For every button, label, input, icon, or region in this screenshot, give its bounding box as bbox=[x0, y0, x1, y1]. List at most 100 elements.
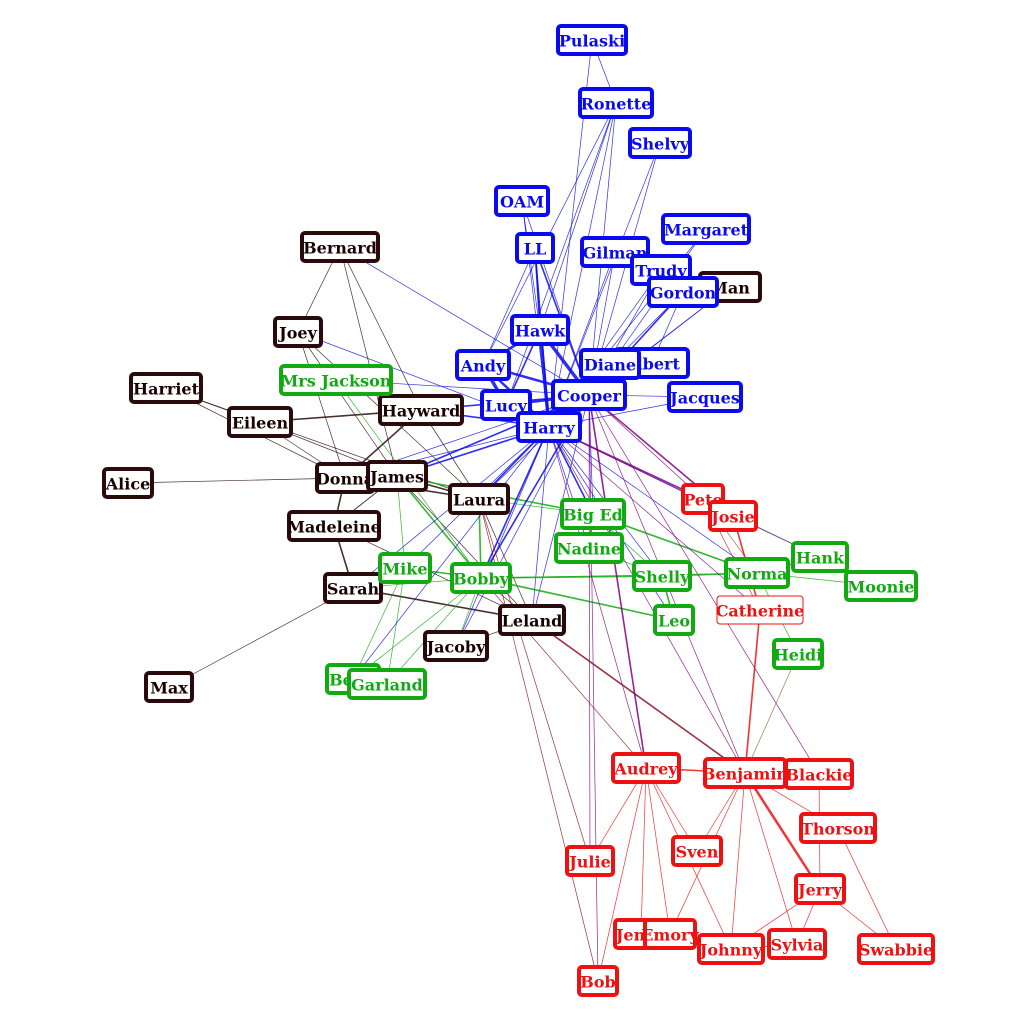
node-label: Eileen bbox=[232, 414, 289, 433]
node-label: Garland bbox=[351, 676, 423, 695]
node-donna[interactable]: Donna bbox=[315, 462, 375, 494]
edge-bobby-betty bbox=[352, 577, 482, 680]
node-ronette[interactable]: Ronette bbox=[578, 87, 654, 119]
node-bob[interactable]: Bob bbox=[577, 965, 619, 997]
node-label: Bernard bbox=[303, 239, 377, 258]
node-trudy[interactable]: Trudy bbox=[630, 254, 692, 286]
edge-pete-cooper bbox=[588, 394, 704, 500]
node-mike[interactable]: Mike bbox=[378, 552, 432, 584]
edge-benjamin-heidi bbox=[744, 653, 799, 774]
node-norma[interactable]: Norma bbox=[724, 557, 790, 589]
node-leland[interactable]: Leland bbox=[498, 604, 566, 636]
node-emory[interactable]: Emory bbox=[641, 918, 699, 950]
node-box bbox=[628, 127, 692, 159]
node-leo[interactable]: Leo bbox=[653, 604, 695, 636]
node-shelly[interactable]: Shelly bbox=[632, 560, 692, 592]
node-hayward[interactable]: Hayward bbox=[378, 394, 464, 426]
node-julie[interactable]: Julie bbox=[565, 845, 615, 877]
node-ll[interactable]: LL bbox=[515, 232, 555, 264]
node-box bbox=[697, 933, 765, 965]
node-box bbox=[287, 510, 381, 542]
node-madeleine[interactable]: Madeleine bbox=[287, 510, 381, 542]
node-bernard[interactable]: Bernard bbox=[300, 231, 380, 263]
node-label: Sylvia bbox=[771, 936, 824, 955]
node-label: Thorson bbox=[801, 820, 875, 839]
node-jacoby[interactable]: Jacoby bbox=[423, 630, 489, 662]
edge-thorson-swabbie bbox=[837, 827, 897, 950]
edge-audrey-cooper bbox=[588, 394, 647, 769]
node-label: Nadine bbox=[557, 540, 621, 559]
node-josie[interactable]: Josie bbox=[708, 500, 758, 532]
node-box bbox=[300, 231, 380, 263]
node-box bbox=[784, 758, 854, 790]
edge-benjamin-jerry bbox=[743, 772, 822, 890]
node-label: Cooper bbox=[557, 387, 621, 406]
node-label: Blackie bbox=[785, 766, 852, 785]
node-label: Madeleine bbox=[287, 518, 381, 537]
node-label: Hank bbox=[796, 549, 845, 568]
node-sylvia[interactable]: Sylvia bbox=[767, 928, 827, 960]
node-label: Leo bbox=[658, 612, 690, 631]
node-pulaski[interactable]: Pulaski bbox=[556, 24, 628, 56]
node-bobby[interactable]: Bobby bbox=[450, 562, 512, 594]
node-garland[interactable]: Garland bbox=[347, 668, 427, 700]
edge-alice-donna bbox=[127, 477, 346, 484]
node-box bbox=[378, 394, 464, 426]
node-box bbox=[516, 411, 582, 443]
edge-audrey-emory bbox=[645, 767, 671, 935]
node-box bbox=[667, 381, 743, 413]
node-alice[interactable]: Alice bbox=[102, 467, 154, 499]
node-box bbox=[767, 928, 827, 960]
node-box bbox=[772, 638, 824, 670]
node-james[interactable]: James bbox=[366, 460, 428, 492]
node-sven[interactable]: Sven bbox=[671, 835, 723, 867]
node-biged[interactable]: Big Ed bbox=[560, 498, 626, 530]
node-mrsjackson[interactable]: Mrs Jackson bbox=[279, 364, 393, 396]
node-harriet[interactable]: Harriet bbox=[129, 372, 203, 404]
node-thorson[interactable]: Thorson bbox=[799, 812, 877, 844]
node-shelvy[interactable]: Shelvy bbox=[628, 127, 692, 159]
node-box bbox=[661, 213, 751, 245]
node-label: Joey bbox=[277, 324, 317, 343]
edge-james-leland bbox=[396, 475, 533, 621]
node-blackie[interactable]: Blackie bbox=[784, 758, 854, 790]
node-hank[interactable]: Hank bbox=[791, 541, 849, 573]
node-max[interactable]: Max bbox=[144, 671, 194, 703]
node-harry[interactable]: Harry bbox=[516, 411, 582, 443]
node-label: Sven bbox=[676, 843, 719, 862]
edge-layer bbox=[127, 39, 897, 982]
node-eileen[interactable]: Eileen bbox=[227, 406, 293, 438]
node-joey[interactable]: Joey bbox=[273, 316, 323, 348]
node-label: Diane bbox=[584, 356, 636, 375]
node-label: Benjamin bbox=[702, 765, 789, 784]
node-catherine[interactable]: Catherine bbox=[716, 595, 805, 625]
node-andy[interactable]: Andy bbox=[455, 349, 511, 381]
node-laura[interactable]: Laura bbox=[448, 483, 510, 515]
node-oam[interactable]: OAM bbox=[494, 185, 550, 217]
node-nadine[interactable]: Nadine bbox=[554, 532, 624, 564]
node-label: Heidi bbox=[774, 646, 823, 665]
edge-catherine-benjamin bbox=[744, 609, 761, 774]
node-audrey[interactable]: Audrey bbox=[611, 752, 681, 784]
node-box bbox=[366, 460, 428, 492]
edge-sarah-max bbox=[168, 587, 354, 688]
node-gordon[interactable]: Gordon bbox=[647, 276, 719, 308]
node-box bbox=[653, 604, 695, 636]
node-box bbox=[227, 406, 293, 438]
node-hawk[interactable]: Hawk bbox=[510, 314, 570, 346]
node-diane[interactable]: Diane bbox=[579, 348, 641, 380]
node-jacques[interactable]: Jacques bbox=[667, 381, 743, 413]
node-benjamin[interactable]: Benjamin bbox=[702, 757, 789, 789]
node-label: Man bbox=[710, 279, 750, 298]
node-box bbox=[791, 541, 849, 573]
node-label: Laura bbox=[453, 491, 505, 510]
node-heidi[interactable]: Heidi bbox=[772, 638, 824, 670]
node-cooper[interactable]: Cooper bbox=[551, 379, 627, 411]
node-jerry[interactable]: Jerry bbox=[794, 873, 846, 905]
node-swabbie[interactable]: Swabbie bbox=[857, 933, 935, 965]
node-margaret[interactable]: Margaret bbox=[661, 213, 751, 245]
node-johnny[interactable]: Johnny bbox=[697, 933, 765, 965]
node-moonie[interactable]: Moonie bbox=[844, 570, 918, 602]
node-sarah[interactable]: Sarah bbox=[323, 572, 383, 604]
edge-benjamin-harry bbox=[548, 426, 746, 774]
